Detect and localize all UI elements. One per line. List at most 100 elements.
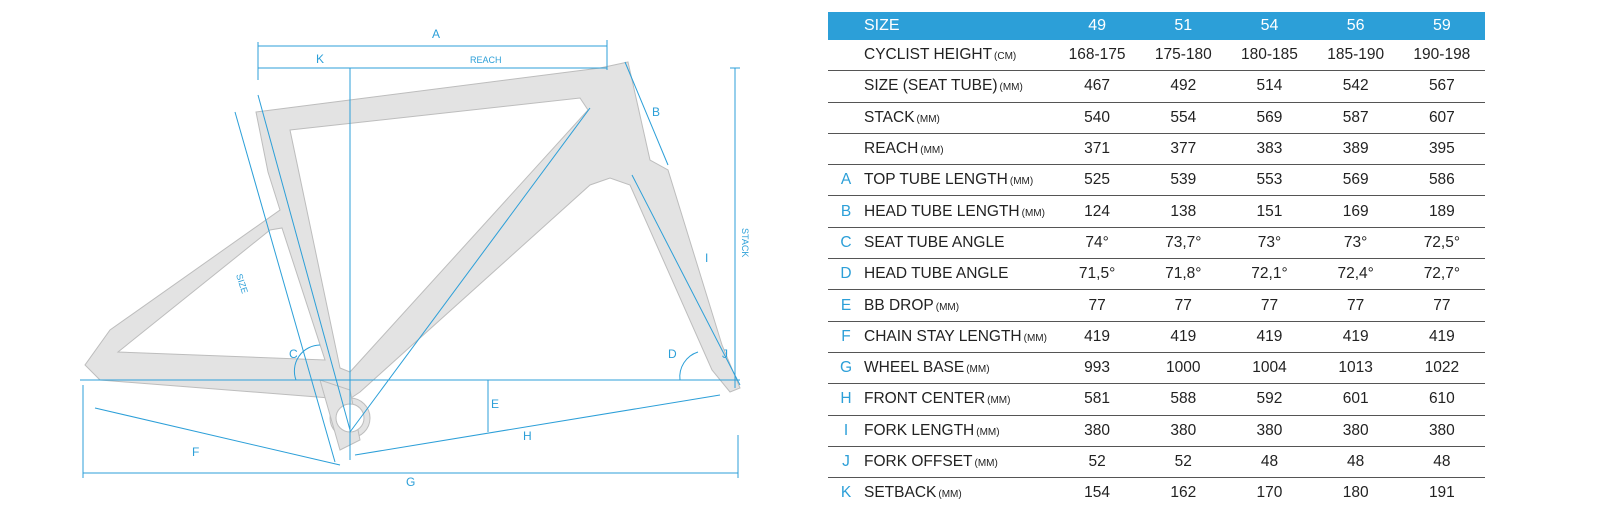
table-cell: 124 (1054, 195, 1141, 228)
label-i: I (705, 251, 708, 265)
table-cell: 380 (1226, 415, 1313, 447)
row-unit: (CM) (994, 51, 1017, 63)
table-cell: 569 (1226, 102, 1313, 134)
table-cell: 73° (1226, 227, 1313, 260)
dimension-lines (80, 40, 741, 478)
table-cell: 169 (1312, 195, 1399, 228)
row-unit: (MM) (1023, 332, 1047, 344)
table-cell: 162 (1170, 484, 1197, 502)
table-cell: 581 (1054, 383, 1141, 416)
row-unit: (MM) (920, 145, 944, 157)
table-cell: 542 (1312, 70, 1399, 103)
table-cell: 419 (1054, 321, 1141, 353)
row-unit: (MM) (938, 489, 962, 501)
table-cell: 569 (1312, 164, 1399, 197)
row-label-text: CHAIN STAY LENGTH (864, 327, 1022, 345)
row-label-text: FRONT CENTER (864, 390, 986, 408)
row-label: STACK(MM) (864, 102, 1054, 134)
table-cell: 380 (1054, 415, 1141, 447)
row-letter: E (828, 289, 864, 322)
table-cell: 539 (1140, 164, 1227, 197)
table-cell: 151 (1226, 195, 1313, 228)
table-cell: 993 (1054, 352, 1141, 385)
row-letter: J (828, 446, 864, 479)
row-label-text: WHEEL BASE (864, 359, 965, 377)
table-cell: 72,4° (1312, 258, 1399, 291)
table-cell: 191 (1428, 484, 1455, 502)
table-cell: 77 (1054, 289, 1141, 322)
row-label-text: SIZE (SEAT TUBE) (864, 77, 998, 95)
table-cell: 567 (1398, 70, 1485, 103)
row-label-text: HEAD TUBE ANGLE (864, 265, 1009, 283)
table-cell: 77 (1312, 289, 1399, 322)
bike-frame (84, 61, 741, 451)
row-letter: H (828, 383, 864, 416)
row-unit: (MM) (974, 458, 998, 469)
table-cell: 190-198 (1398, 40, 1485, 72)
row-letter: K (840, 484, 852, 502)
row-label: REACH(MM) (864, 133, 1054, 166)
table-cell: 185-190 (1312, 40, 1399, 72)
table-cell: 554 (1140, 102, 1227, 134)
table-cell: 377 (1140, 133, 1227, 166)
table-cell: 73,7° (1140, 227, 1227, 260)
table-cell: 189 (1398, 195, 1485, 228)
row-unit: (MM) (976, 426, 1000, 438)
label-j: J (722, 347, 728, 361)
row-letter: I (828, 415, 864, 447)
table-cell: 467 (1054, 70, 1141, 103)
label-h: H (523, 429, 532, 443)
row-label: TOP TUBE LENGTH(MM) (864, 164, 1054, 197)
table-cell: 72,7° (1398, 258, 1485, 291)
header-size: 59 (1398, 12, 1485, 40)
table-cell: 170 (1256, 484, 1283, 502)
table-cell: 380 (1398, 415, 1485, 447)
table-cell: 77 (1140, 289, 1227, 322)
table-cell: 138 (1140, 195, 1227, 228)
table-cell: 514 (1226, 70, 1313, 103)
header-size: 54 (1226, 12, 1313, 40)
label-e: E (491, 397, 499, 411)
table-cell: 492 (1140, 70, 1227, 103)
row-unit: (MM) (1009, 176, 1034, 188)
row-label: FORK OFFSET(MM) (864, 446, 1054, 479)
table-header-row: SIZE 49 51 54 56 59 (828, 12, 1485, 40)
row-label: SETBACK(MM) (864, 478, 1054, 509)
row-label-text: STACK (864, 108, 915, 126)
row-letter (828, 70, 864, 103)
header-size: 56 (1312, 12, 1399, 40)
table-cell: 154 (1084, 484, 1111, 502)
table-cell: 586 (1398, 164, 1485, 197)
table-cell: 588 (1140, 383, 1227, 416)
table-cell: 371 (1054, 133, 1141, 166)
row-unit: (MM) (966, 364, 990, 376)
row-letter: G (828, 352, 864, 385)
row-label-text: REACH (864, 140, 919, 158)
table-cell: 380 (1312, 415, 1399, 447)
table-cell: 395 (1398, 133, 1485, 166)
table-cell: 419 (1398, 321, 1485, 353)
label-d: D (668, 347, 677, 361)
row-unit: (MM) (987, 395, 1011, 407)
row-letter (828, 102, 864, 134)
table-cell: 1000 (1140, 352, 1227, 385)
table-cell: 71,5° (1054, 258, 1141, 291)
label-a: A (432, 27, 440, 41)
row-letter: A (828, 164, 864, 197)
header-size-label: SIZE (864, 12, 1054, 40)
row-label-text: TOP TUBE LENGTH (864, 171, 1008, 189)
row-letter: B (828, 195, 864, 228)
label-f: F (192, 445, 199, 459)
table-cell: 1022 (1398, 352, 1485, 385)
label-g: G (406, 475, 415, 489)
table-cell: 419 (1140, 321, 1227, 353)
table-cell: 380 (1140, 415, 1227, 447)
